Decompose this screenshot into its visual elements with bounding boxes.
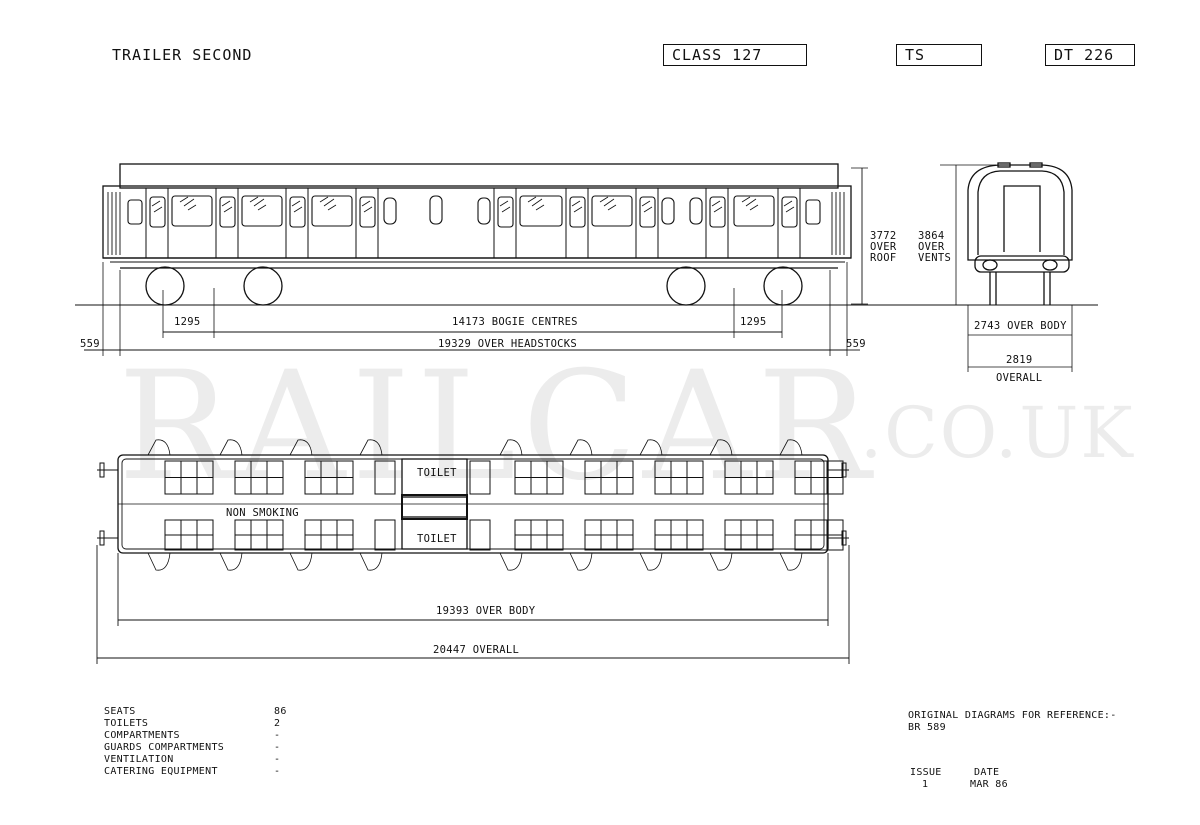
non-smoking-label: NON SMOKING xyxy=(226,507,299,519)
dim-bogie-centres: 14173 BOGIE CENTRES xyxy=(452,316,578,328)
door-swing xyxy=(569,552,593,571)
date-label: DATE xyxy=(974,767,1000,778)
dim-height-roof-label1: OVER xyxy=(870,241,897,253)
toilet-label-bottom: TOILET xyxy=(417,533,457,545)
dim-width-over-body: 2743 OVER BODY xyxy=(974,320,1067,332)
door-swing xyxy=(569,439,593,456)
seat-block xyxy=(374,519,396,551)
side-elevation xyxy=(75,163,1098,356)
dim-over-body: 19393 OVER BODY xyxy=(436,605,536,617)
door-swing xyxy=(147,439,171,456)
spec-row: COMPARTMENTS- xyxy=(104,730,281,741)
door-swing xyxy=(709,439,733,456)
dim-overhang-right: 559 xyxy=(846,338,866,350)
type-box: TS xyxy=(896,44,982,66)
dim-bogie-wheelbase-right: 1295 xyxy=(740,316,767,328)
spec-row: CATERING EQUIPMENT- xyxy=(104,766,281,777)
seat-block xyxy=(469,519,491,551)
dim-overall: 20447 OVERALL xyxy=(433,644,520,656)
door-swing xyxy=(219,552,243,571)
door-swing xyxy=(219,439,243,456)
class-box: CLASS 127 xyxy=(663,44,807,66)
dim-overhang-left: 559 xyxy=(80,338,100,350)
seat-block xyxy=(374,460,396,495)
spec-row: VENTILATION- xyxy=(104,754,281,765)
reference-line1: ORIGINAL DIAGRAMS FOR REFERENCE:- xyxy=(908,710,1117,721)
dim-height-vents-label2: VENTS xyxy=(918,252,952,264)
door-swing xyxy=(709,552,733,571)
door-swing xyxy=(639,552,663,571)
watermark-main: RAILCAR xyxy=(118,340,877,514)
door-swing xyxy=(289,552,313,571)
dim-height-roof-value: 3772 xyxy=(870,230,897,242)
dim-height-roof-label2: ROOF xyxy=(870,252,897,264)
reference-line2: BR 589 xyxy=(908,722,946,733)
dim-height-vents-value: 3864 xyxy=(918,230,945,242)
spec-row: GUARDS COMPARTMENTS- xyxy=(104,742,281,753)
toilet-label-top: TOILET xyxy=(417,467,457,479)
seat-block xyxy=(469,460,491,495)
dim-width-overall-value: 2819 xyxy=(1006,354,1033,366)
dim-width-overall-label: OVERALL xyxy=(996,372,1043,384)
diagram-number-box: DT 226 xyxy=(1045,44,1135,66)
door-swing xyxy=(289,439,313,456)
diagram-title: TRAILER SECOND xyxy=(112,46,253,64)
dim-over-headstocks: 19329 OVER HEADSTOCKS xyxy=(438,338,578,350)
door-swing xyxy=(499,439,523,456)
door-swing xyxy=(147,552,171,571)
watermark-suffix: .CO.UK xyxy=(860,392,1135,474)
dim-height-vents-label1: OVER xyxy=(918,241,945,253)
door-swing xyxy=(359,439,383,456)
door-swing xyxy=(499,552,523,571)
issue-label: ISSUE xyxy=(910,767,942,778)
date-value: MAR 86 xyxy=(970,779,1008,790)
door-swing xyxy=(359,552,383,571)
dim-bogie-wheelbase-left: 1295 xyxy=(174,316,201,328)
door-swing xyxy=(779,439,803,456)
issue-value: 1 xyxy=(922,779,929,790)
door-swing xyxy=(639,439,663,456)
plan-view xyxy=(96,439,850,664)
door-swing xyxy=(779,552,803,571)
end-elevation xyxy=(940,162,1073,372)
